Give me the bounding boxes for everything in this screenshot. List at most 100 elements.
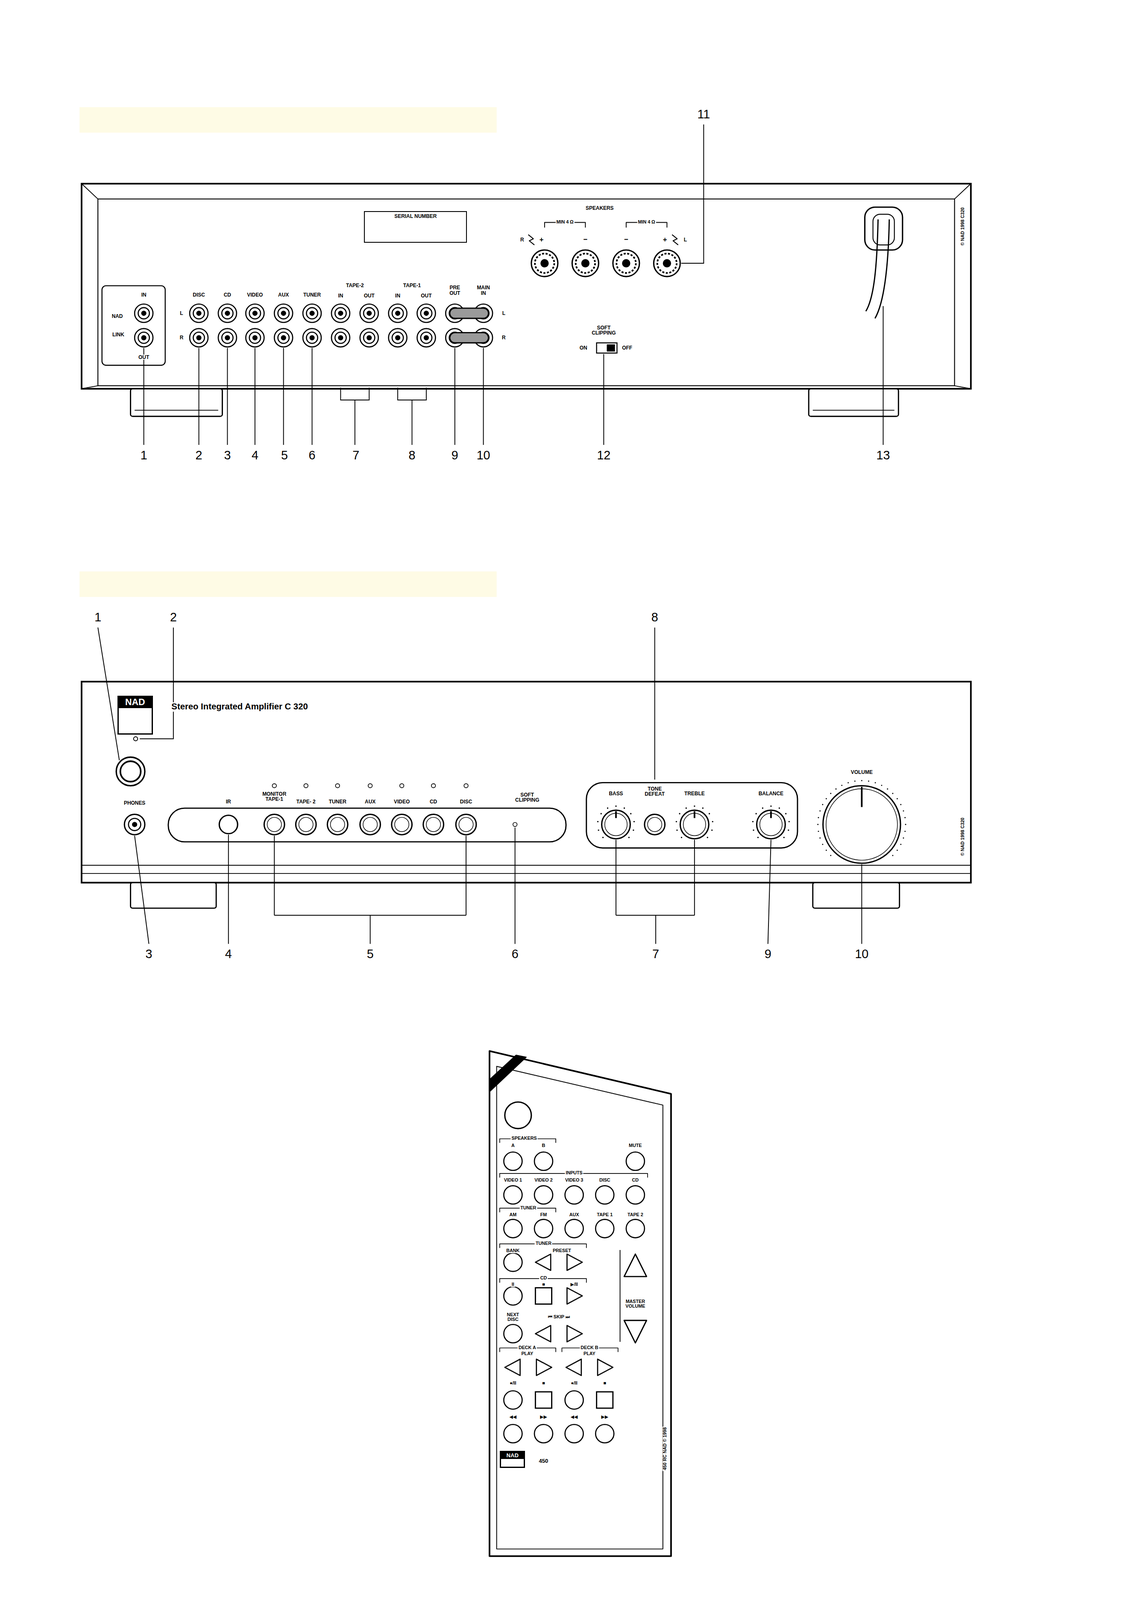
input-button — [391, 813, 413, 835]
rca-jack-pin — [281, 310, 286, 316]
leader-line — [198, 347, 200, 445]
input-button-cap — [458, 817, 473, 832]
input-button-cap — [363, 817, 378, 832]
panel-label: OUT — [137, 354, 150, 360]
panel-label: ■ — [541, 1281, 546, 1287]
scale-dot — [762, 806, 764, 809]
tone-defeat-button — [644, 813, 666, 835]
remote-key-right — [566, 1253, 583, 1270]
rca-jack-ring — [278, 331, 290, 344]
remote-key — [503, 1423, 523, 1443]
remote-body — [489, 1050, 672, 1556]
panel-label: TAPE 1 — [595, 1212, 614, 1218]
panel-label: TAPE- 2 — [295, 798, 317, 805]
remote-key — [565, 1185, 584, 1204]
scale-dot — [680, 836, 683, 838]
scale-dot — [600, 812, 602, 814]
scale-dot — [861, 779, 863, 781]
knob-pointer — [860, 786, 863, 807]
copyright-mark: © NAD 1998 C320 — [960, 206, 965, 247]
panel-label: AUX — [568, 1212, 581, 1218]
rca-jack-ring — [306, 307, 318, 319]
panel-label: TUNER — [534, 1240, 553, 1246]
rca-jack-ring — [193, 331, 205, 344]
callout-number: 13 — [875, 448, 892, 462]
scale-dot — [632, 829, 634, 831]
rca-jack-pin — [196, 310, 202, 316]
knob-pointer — [615, 810, 617, 818]
jumper-bar — [449, 332, 489, 343]
input-button-cap — [299, 817, 314, 832]
power-button — [116, 756, 145, 786]
leader-line — [273, 835, 275, 915]
remote-key — [626, 1185, 645, 1204]
rca-jack-ring — [137, 331, 150, 344]
input-button — [263, 813, 285, 835]
rca-jack-pin — [338, 310, 344, 316]
callout-number: 10 — [853, 947, 870, 960]
callout-number: 2 — [169, 610, 178, 624]
power-button-cap — [120, 760, 141, 782]
scale-dot — [819, 809, 821, 812]
rca-jack-ring — [334, 331, 347, 344]
scale-dot — [675, 820, 678, 822]
scale-dot — [835, 788, 837, 790]
control-knob — [756, 809, 786, 839]
rca-jack-ring — [306, 331, 318, 344]
panel-label: OFF — [621, 345, 634, 351]
tone-panel — [586, 782, 798, 848]
leader-line — [254, 347, 256, 445]
scale-dot — [904, 830, 906, 832]
remote-key-right — [536, 1358, 552, 1375]
remote-key-right — [566, 1287, 583, 1304]
panel-label: PHONES — [123, 800, 147, 806]
scale-dot — [903, 837, 905, 839]
panel-label: TAPE-1 — [402, 282, 423, 289]
rca-jack-pin — [338, 335, 344, 341]
panel-label: PRE OUT — [445, 285, 464, 297]
scale-dot — [597, 820, 599, 822]
scale-dot — [891, 792, 894, 794]
panel-label: CD — [539, 1275, 549, 1281]
rca-jack-pin — [252, 335, 258, 341]
logo-text: NAD — [501, 1451, 525, 1459]
callout-number: 8 — [407, 448, 417, 462]
tone-defeat-cap — [647, 817, 662, 832]
rca-jack-ring — [392, 307, 404, 319]
panel-label: R — [178, 334, 185, 341]
panel-label: R — [501, 334, 507, 341]
terminal-knurl — [575, 253, 596, 273]
rca-jack-pin — [366, 310, 372, 316]
rca-jack — [134, 328, 153, 347]
callout-number: 9 — [763, 947, 773, 960]
remote-key — [534, 1151, 553, 1171]
cord-strain-relief — [865, 207, 903, 250]
panel-label: ▶▶ — [600, 1413, 610, 1419]
lightning-symbol — [671, 234, 678, 245]
scale-dot — [706, 836, 709, 838]
remote-corner-stripe — [489, 1054, 527, 1092]
input-led — [303, 783, 308, 788]
panel-label: MIN 4 Ω — [636, 219, 656, 225]
panel-label: TAPE 2 — [626, 1212, 645, 1218]
scale-dot — [847, 781, 849, 784]
callout-number: 4 — [224, 947, 233, 960]
remote-key-square — [596, 1391, 613, 1408]
scale-dot — [785, 812, 787, 814]
rca-jack-pin — [395, 335, 400, 341]
scale-dot — [817, 823, 819, 825]
scale-dot — [868, 780, 870, 782]
remote-key — [565, 1390, 584, 1409]
rca-jack-pin — [424, 335, 429, 341]
front-panel — [81, 681, 971, 883]
panel-label: A — [510, 1142, 516, 1148]
terminal-knurl — [534, 253, 555, 273]
leader-line — [514, 827, 516, 944]
heading-band — [79, 107, 497, 133]
scale-dot — [708, 812, 710, 814]
panel-label: AM — [508, 1212, 518, 1218]
panel-label: VIDEO 1 — [503, 1177, 523, 1183]
panel-label: VOLUME — [850, 769, 874, 775]
input-button — [360, 813, 381, 835]
